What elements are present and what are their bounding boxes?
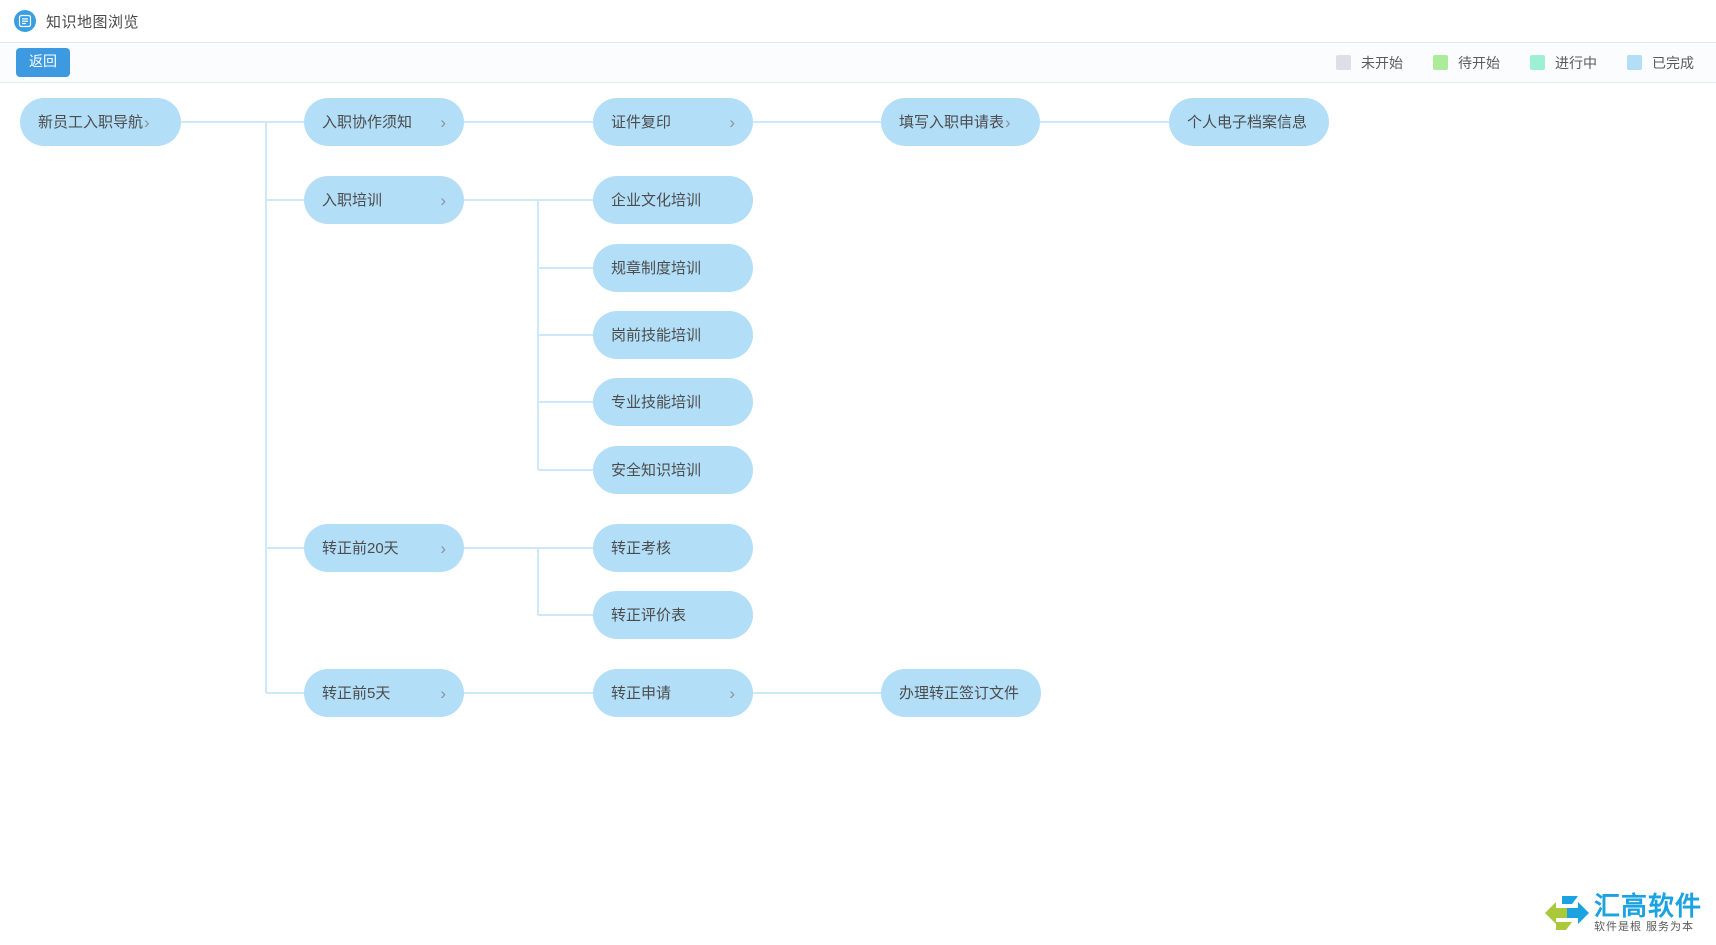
chevron-right-icon[interactable]: › — [440, 112, 446, 132]
map-node-root[interactable]: 新员工入职导航› — [20, 98, 181, 146]
window-title-bar: 知识地图浏览 — [0, 0, 1716, 43]
legend-label: 未开始 — [1361, 54, 1403, 71]
map-node-label: 专业技能培训 — [611, 393, 702, 411]
legend-item-pending: 待开始 — [1433, 53, 1500, 73]
page-title: 知识地图浏览 — [46, 13, 140, 31]
map-node-label: 安全知识培训 — [611, 461, 702, 479]
legend-swatch-pending — [1433, 55, 1448, 70]
map-node-aqzspx[interactable]: 安全知识培训 — [593, 446, 753, 494]
chevron-right-icon[interactable]: › — [440, 190, 446, 210]
map-node-qywhpx[interactable]: 企业文化培训 — [593, 176, 753, 224]
map-node-gzzdpx[interactable]: 规章制度培训 — [593, 244, 753, 292]
status-legend: 未开始 待开始 进行中 已完成 — [1336, 53, 1694, 73]
map-node-blzzqdwj[interactable]: 办理转正签订文件 — [881, 669, 1041, 717]
map-node-label: 新员工入职导航 — [38, 113, 144, 131]
legend-label: 进行中 — [1555, 54, 1597, 71]
legend-swatch-notstart — [1336, 55, 1351, 70]
map-node-label: 规章制度培训 — [611, 259, 702, 277]
map-node-zzkh[interactable]: 转正考核 — [593, 524, 753, 572]
legend-swatch-progress — [1530, 55, 1545, 70]
map-node-zzq5[interactable]: 转正前5天 › — [304, 669, 464, 717]
chevron-right-icon[interactable]: › — [440, 683, 446, 703]
map-node-gqjnpx[interactable]: 岗前技能培训 — [593, 311, 753, 359]
map-node-label: 岗前技能培训 — [611, 326, 702, 344]
connector-lines — [181, 121, 1169, 694]
toolbar: 返回 未开始 待开始 进行中 已完成 — [0, 43, 1716, 83]
map-node-zzq20[interactable]: 转正前20天 › — [304, 524, 464, 572]
map-node-label: 办理转正签订文件 — [899, 684, 1020, 702]
chevron-right-icon[interactable]: › — [729, 683, 735, 703]
knowledge-map-canvas[interactable]: 新员工入职导航›入职协作须知›证件复印›填写入职申请表›个人电子档案信息入职培训… — [0, 84, 1716, 945]
legend-label: 已完成 — [1652, 54, 1694, 71]
map-node-label: 企业文化培训 — [611, 191, 702, 209]
map-node-grdzda[interactable]: 个人电子档案信息 — [1169, 98, 1329, 146]
map-node-xzxz[interactable]: 入职协作须知 › — [304, 98, 464, 146]
map-node-label: 转正前5天 — [322, 684, 391, 702]
map-node-label: 证件复印 — [611, 113, 672, 131]
map-node-label: 转正申请 — [611, 684, 672, 702]
map-node-label: 转正考核 — [611, 539, 672, 557]
map-node-rzpx[interactable]: 入职培训 › — [304, 176, 464, 224]
chevron-right-icon[interactable]: › — [144, 112, 150, 132]
map-node-zzsq[interactable]: 转正申请 › — [593, 669, 753, 717]
map-node-label: 转正评价表 — [611, 606, 687, 624]
list-document-icon — [14, 10, 36, 32]
chevron-right-icon[interactable]: › — [440, 538, 446, 558]
legend-swatch-done — [1627, 55, 1642, 70]
legend-item-done: 已完成 — [1627, 53, 1694, 73]
map-node-label: 入职协作须知 — [322, 113, 413, 131]
map-node-label: 填写入职申请表 — [899, 113, 1005, 131]
map-node-label: 转正前20天 — [322, 539, 399, 557]
map-node-zjfy[interactable]: 证件复印 › — [593, 98, 753, 146]
chevron-right-icon[interactable]: › — [729, 112, 735, 132]
map-node-zyjnpx[interactable]: 专业技能培训 — [593, 378, 753, 426]
map-node-txrzsqb[interactable]: 填写入职申请表› — [881, 98, 1040, 146]
map-node-zzpjb[interactable]: 转正评价表 — [593, 591, 753, 639]
map-node-label: 个人电子档案信息 — [1187, 113, 1308, 131]
back-button[interactable]: 返回 — [16, 48, 70, 77]
chevron-right-icon[interactable]: › — [1005, 112, 1011, 132]
legend-item-progress: 进行中 — [1530, 53, 1597, 73]
legend-label: 待开始 — [1458, 54, 1500, 71]
map-node-label: 入职培训 — [322, 191, 383, 209]
legend-item-notstart: 未开始 — [1336, 53, 1403, 73]
